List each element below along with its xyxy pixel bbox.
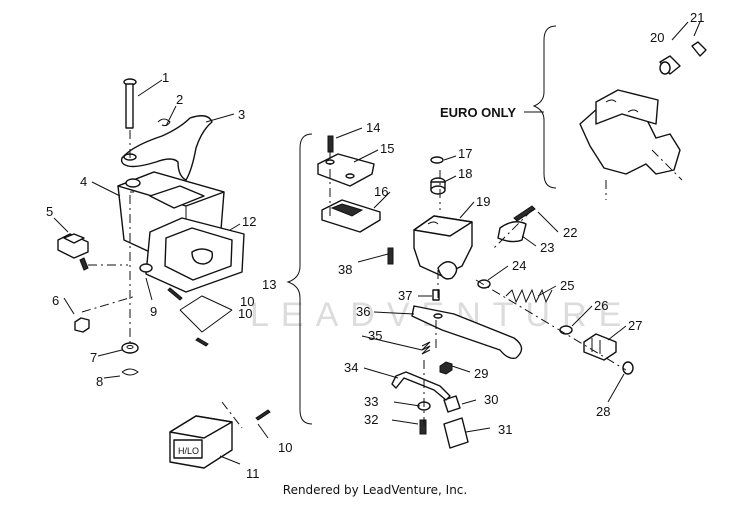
bushing-18 — [430, 177, 446, 195]
clip-2 — [157, 118, 171, 127]
label-35: 35 — [368, 328, 382, 343]
pivot-arm-3 — [120, 115, 213, 181]
label-6: 6 — [52, 293, 59, 308]
label-17: 17 — [458, 146, 472, 161]
callout-labels: 1 2 3 4 5 6 7 8 9 10 10 10 11 12 13 14 1… — [46, 10, 704, 481]
master-cylinder-19 — [413, 215, 473, 280]
screw-22 — [513, 205, 536, 222]
clip-8 — [121, 368, 139, 376]
label-36: 36 — [356, 304, 370, 319]
label-10c: 10 — [278, 440, 292, 455]
bracket-30 — [443, 395, 461, 413]
switch-label: H/LO — [178, 446, 199, 456]
label-14: 14 — [366, 120, 380, 135]
label-4: 4 — [80, 174, 87, 189]
label-19: 19 — [476, 194, 490, 209]
label-2: 2 — [176, 92, 183, 107]
label-29: 29 — [474, 366, 488, 381]
switch-11: H/LO — [169, 415, 233, 469]
spring-35 — [421, 341, 431, 355]
washer-17 — [430, 156, 444, 164]
nut-6 — [74, 317, 90, 333]
label-13: 13 — [262, 277, 276, 292]
pin-37 — [432, 289, 440, 301]
label-10b: 10 — [238, 306, 252, 321]
footer-credit: Rendered by LeadVenture, Inc. — [282, 483, 468, 497]
label-27: 27 — [628, 318, 642, 333]
label-23: 23 — [540, 240, 554, 255]
label-1: 1 — [162, 70, 169, 85]
nut-29 — [439, 361, 453, 375]
cap-21 — [691, 41, 707, 57]
label-28: 28 — [596, 404, 610, 419]
label-11: 11 — [246, 466, 260, 481]
label-8: 8 — [96, 374, 103, 389]
euro-housing — [579, 89, 681, 175]
label-24: 24 — [512, 258, 526, 273]
label-31: 31 — [498, 422, 512, 437]
lever-36 — [411, 305, 523, 360]
grip-5 — [57, 233, 89, 271]
spring-25 — [505, 288, 553, 304]
clamp-23 — [497, 221, 527, 243]
cap-20 — [659, 55, 681, 75]
label-9: 9 — [150, 304, 157, 319]
label-12: 12 — [242, 214, 256, 229]
label-26: 26 — [594, 298, 608, 313]
label-30: 30 — [484, 392, 498, 407]
label-20: 20 — [650, 30, 664, 45]
switch-27 — [583, 333, 617, 361]
label-25: 25 — [560, 278, 574, 293]
label-34: 34 — [344, 360, 358, 375]
label-3: 3 — [238, 107, 245, 122]
screw-32 — [419, 419, 427, 435]
label-18: 18 — [458, 166, 472, 181]
washer-26 — [559, 325, 573, 335]
label-22: 22 — [563, 225, 577, 240]
label-16: 16 — [374, 184, 388, 199]
washer-24 — [477, 279, 491, 289]
bushing-9 — [139, 263, 153, 273]
label-37: 37 — [398, 288, 412, 303]
label-38: 38 — [338, 262, 352, 277]
screw-14 — [327, 135, 334, 153]
label-5: 5 — [46, 204, 53, 219]
oring-28 — [622, 361, 634, 375]
label-33: 33 — [364, 394, 378, 409]
housing-12 — [145, 217, 245, 293]
cap-15 — [317, 153, 375, 187]
label-21: 21 — [690, 10, 704, 25]
label-7: 7 — [90, 350, 97, 365]
label-10a: 10 — [240, 294, 254, 309]
gasket-16 — [321, 199, 381, 233]
label-15: 15 — [380, 141, 394, 156]
bracket-34 — [391, 371, 451, 401]
bolt-1 — [123, 78, 137, 129]
washer-7 — [121, 342, 139, 354]
label-32: 32 — [364, 412, 378, 427]
screw-38 — [387, 247, 394, 265]
screws-10 — [167, 287, 271, 421]
plate-31 — [443, 417, 469, 449]
euro-only-label: EURO ONLY — [440, 105, 516, 120]
